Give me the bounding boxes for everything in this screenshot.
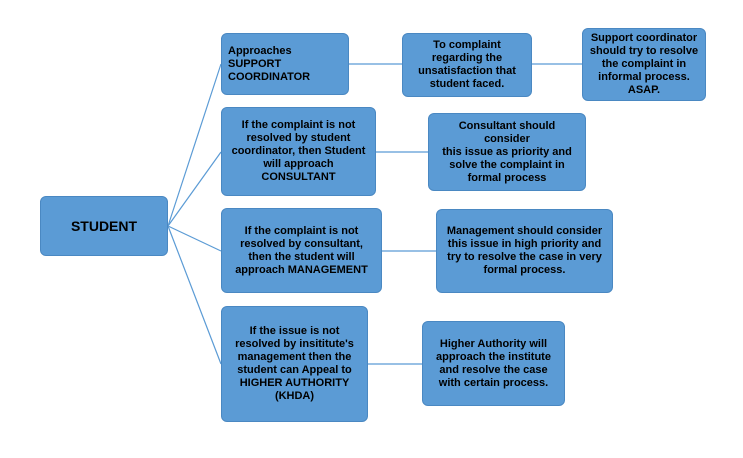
reason-node: To complaint regarding the unsatisfactio… <box>402 33 532 97</box>
outcome-1-support-coordinator: Support coordinator should try to resolv… <box>582 28 706 101</box>
connector-student-to-step-3 <box>167 225 222 252</box>
outcome-4-higher-authority: Higher Authority will approach the insti… <box>422 321 565 406</box>
connector-student-to-step-2 <box>167 151 222 227</box>
step-2-consultant: If the complaint is not resolved by stud… <box>221 107 376 196</box>
outcome-2-consultant: Consultant should consider this issue as… <box>428 113 586 191</box>
connector-student-to-step-4 <box>167 225 222 365</box>
step-3-management: If the complaint is not resolved by cons… <box>221 208 382 293</box>
step-4-higher-authority: If the issue is not resolved by insititu… <box>221 306 368 422</box>
step-1-support-coordinator: Approaches SUPPORT COORDINATOR <box>221 33 349 95</box>
student-node: STUDENT <box>40 196 168 256</box>
outcome-3-management: Management should consider this issue in… <box>436 209 613 293</box>
connector-student-to-step-1 <box>167 63 222 227</box>
